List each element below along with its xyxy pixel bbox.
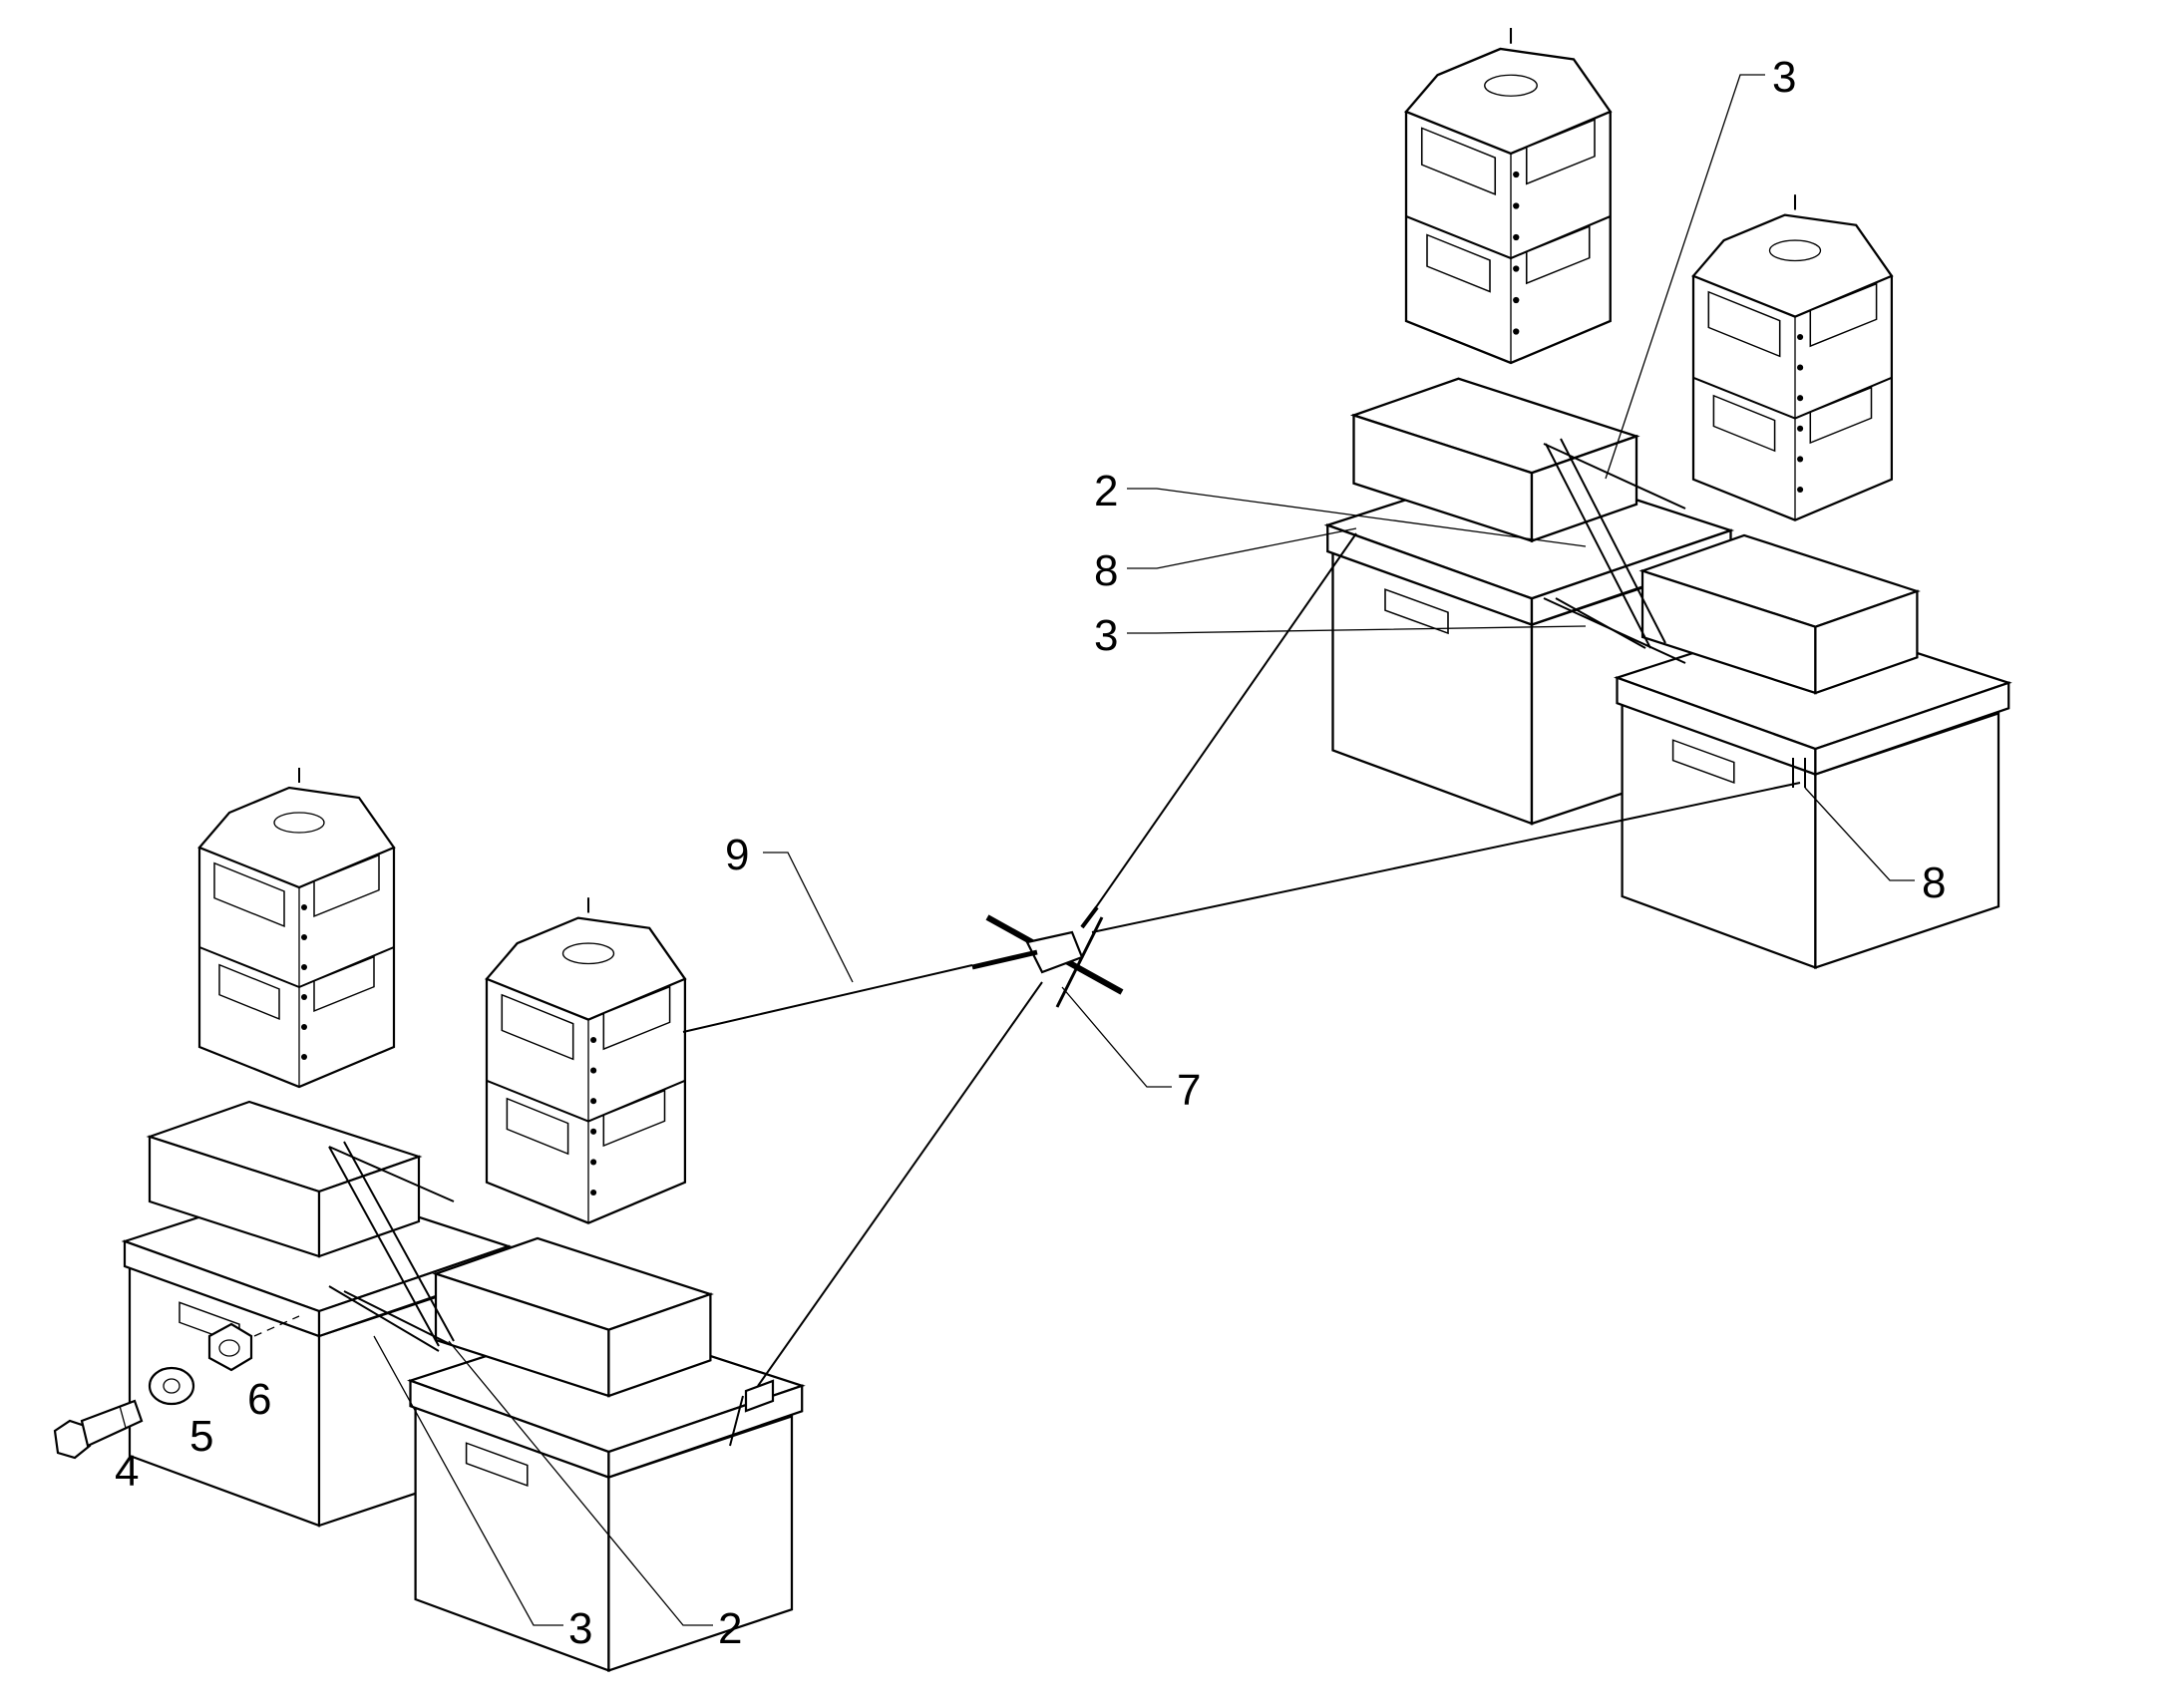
callout-6-nut: 6: [247, 1375, 271, 1424]
callout-3-top-right: 3: [1772, 53, 1796, 102]
ground-anchor-right: [1792, 758, 1806, 788]
callout-7-hub: 7: [1177, 1066, 1201, 1115]
hub-cross: [971, 905, 1124, 1008]
callout-9-guy: 9: [725, 831, 749, 879]
callout-8-right: 8: [1094, 546, 1118, 595]
nut-part: [207, 1322, 253, 1372]
callout-2-right: 2: [1094, 467, 1118, 515]
guy-cables: [682, 532, 1801, 1387]
ground-anchor-front: [729, 1379, 775, 1447]
callout-5-washer: 5: [189, 1412, 213, 1461]
braces-left: [328, 1141, 455, 1352]
tower-top-right-front: [1616, 193, 2010, 969]
washer-part: [148, 1366, 195, 1406]
callout-3-right: 3: [1094, 611, 1118, 660]
callout-8-right-lower: 8: [1922, 858, 1946, 907]
braces-right: [1543, 438, 1686, 664]
bolt-part: [53, 1399, 144, 1460]
callout-2-bottom: 2: [718, 1604, 742, 1653]
tower-bottom-left-front: [409, 896, 804, 1672]
leader-lines: [373, 74, 1915, 1626]
callout-3-bottom: 3: [568, 1604, 592, 1653]
callout-4-bolt: 4: [115, 1447, 139, 1496]
